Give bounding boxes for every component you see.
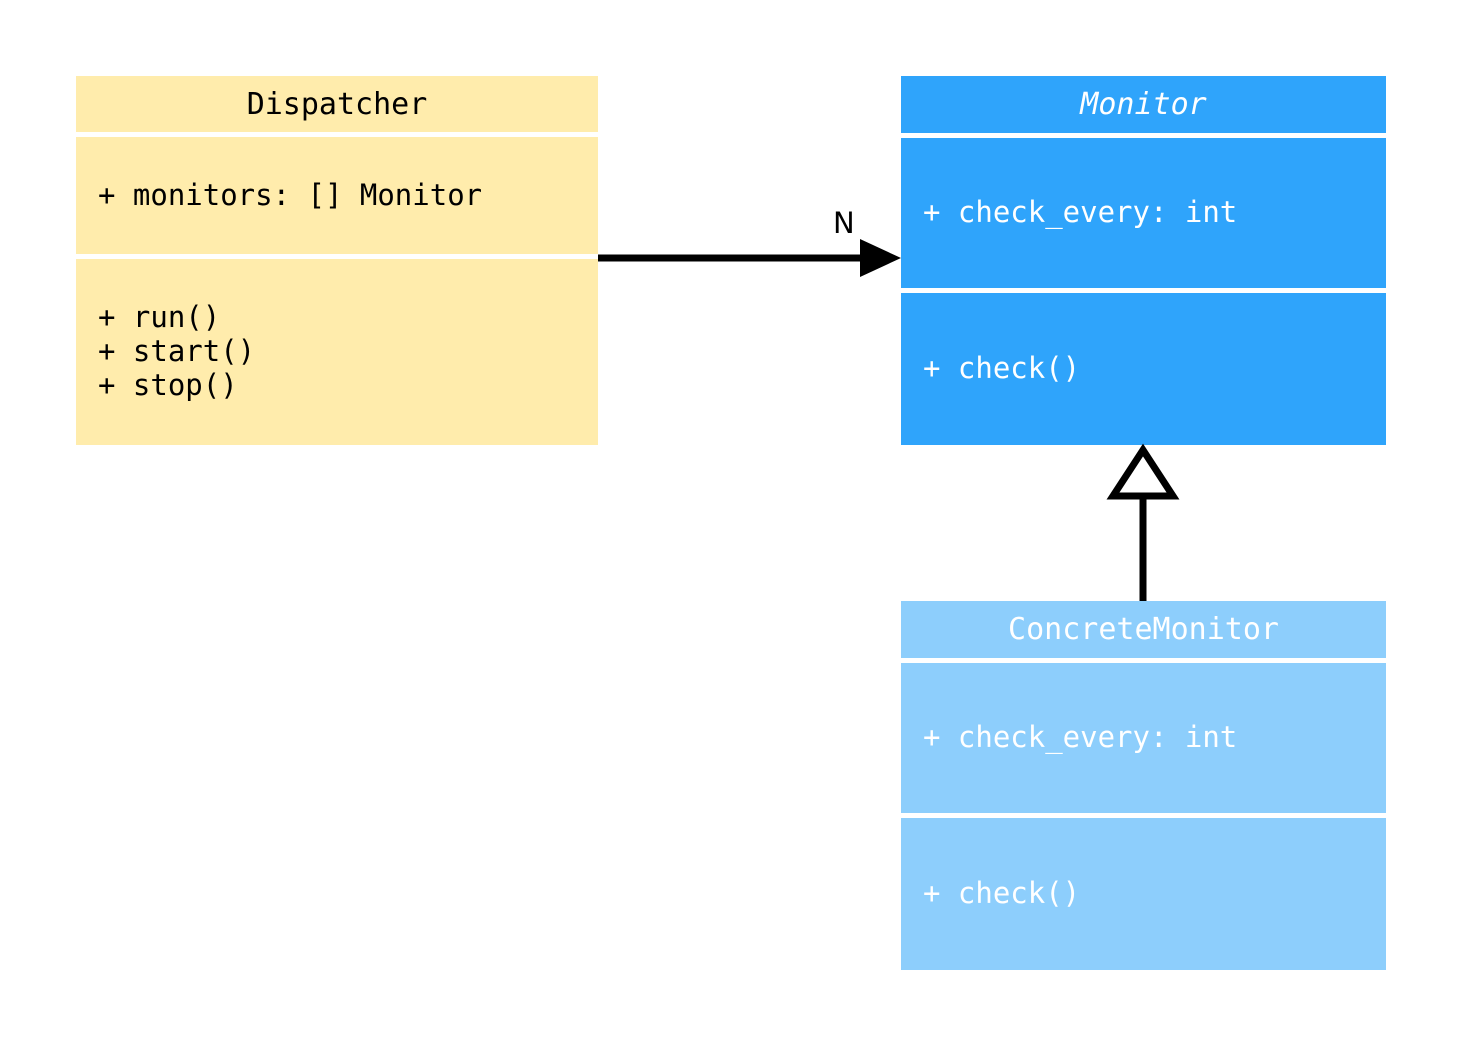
generalization-concrete-monitor-monitor [1106, 443, 1180, 601]
attribute-row: + check_every: int [923, 720, 1238, 755]
class-attributes-concrete-monitor: + check_every: int [901, 663, 1386, 813]
class-name-monitor: Monitor [1080, 87, 1207, 122]
method-row: + run() [98, 300, 221, 335]
class-header-monitor: Monitor [901, 76, 1386, 133]
attribute-row: + monitors: [] Monitor [98, 177, 483, 212]
method-row: + check() [923, 876, 1081, 911]
association-arrowhead-icon [860, 239, 901, 277]
class-box-dispatcher[interactable]: Dispatcher + monitors: [] Monitor + run(… [76, 76, 598, 445]
association-multiplicity-label: N [833, 206, 855, 240]
class-header-concrete-monitor: ConcreteMonitor [901, 601, 1386, 658]
method-row: + start() [98, 334, 256, 369]
class-attributes-dispatcher: + monitors: [] Monitor [76, 137, 598, 254]
association-dispatcher-monitor [598, 239, 901, 277]
class-methods-concrete-monitor: + check() [901, 818, 1386, 970]
class-name-concrete-monitor: ConcreteMonitor [1008, 612, 1279, 647]
class-box-monitor[interactable]: Monitor + check_every: int + check() [901, 76, 1386, 445]
class-box-concrete-monitor[interactable]: ConcreteMonitor + check_every: int + che… [901, 601, 1386, 970]
class-methods-dispatcher: + run() + start() + stop() [76, 259, 598, 445]
attribute-row: + check_every: int [923, 195, 1238, 230]
generalization-hollow-triangle-icon [1106, 443, 1180, 500]
class-header-dispatcher: Dispatcher [76, 76, 598, 132]
method-row: + check() [923, 351, 1081, 386]
method-row: + stop() [98, 367, 238, 402]
class-attributes-monitor: + check_every: int [901, 138, 1386, 288]
class-name-dispatcher: Dispatcher [246, 86, 428, 122]
class-methods-monitor: + check() [901, 293, 1386, 445]
